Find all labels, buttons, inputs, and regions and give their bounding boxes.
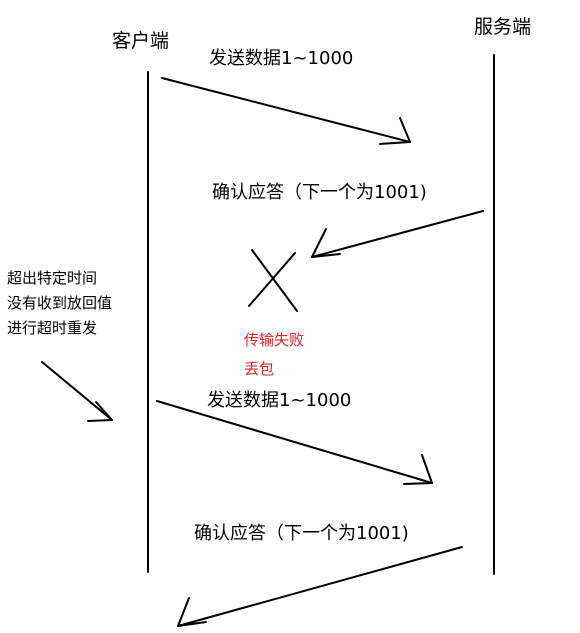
loss-label-packet-loss: 丢包 (244, 360, 275, 378)
message-arrow-ack-2 (177, 546, 463, 627)
timeout-note-line-2: 没有收到放回值 (7, 294, 113, 312)
timeout-note-line-3: 进行超时重发 (7, 319, 98, 337)
message-label-ack-2: 确认应答（下一个为1001) (194, 523, 409, 544)
message-arrow-send-1 (161, 77, 411, 145)
client-label: 客户端 (112, 30, 170, 52)
message-arrow-send-2 (156, 400, 433, 485)
message-label-send-1: 发送数据1~1000 (209, 48, 354, 69)
message-label-send-2: 发送数据1~1000 (207, 390, 352, 411)
message-label-ack-1: 确认应答（下一个为1001) (212, 182, 427, 203)
timeout-note-line-1: 超出特定时间 (7, 269, 98, 287)
message-arrow-ack-1 (311, 210, 484, 258)
loss-label-failed: 传输失败 (244, 331, 305, 349)
timeout-note: 超出特定时间 没有收到放回值 进行超时重发 (7, 266, 112, 341)
server-label: 服务端 (474, 16, 532, 38)
timeout-note-arrow (41, 361, 113, 422)
packet-loss-cross (248, 249, 298, 312)
